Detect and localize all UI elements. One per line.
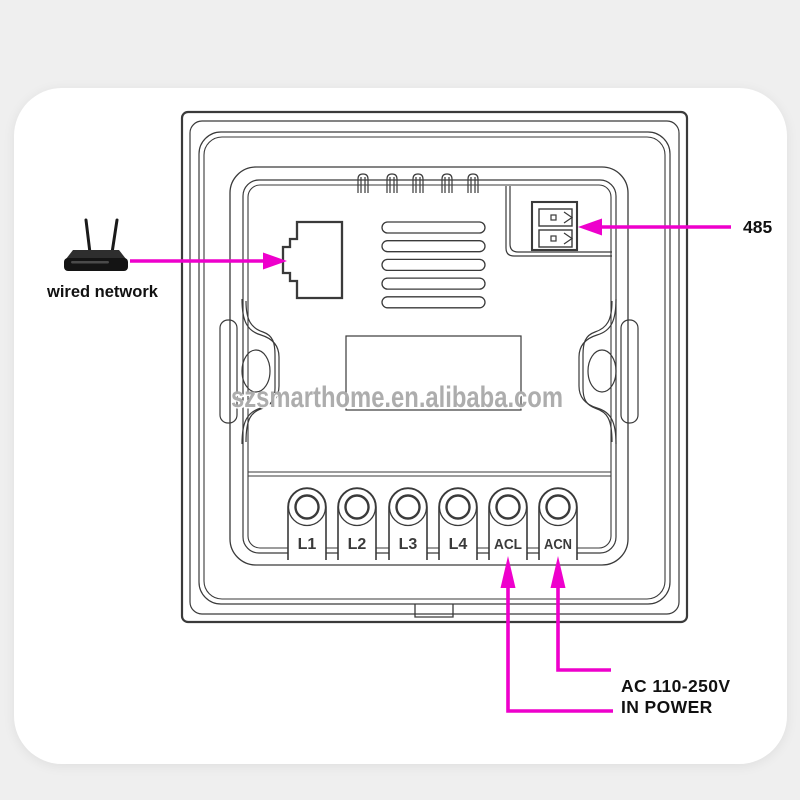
annotation-arrowheads [263, 218, 602, 588]
terminal-l2 [337, 487, 377, 560]
watermark: szsmarthome.en.alibaba.com [231, 381, 563, 414]
rs485-label: 485 [743, 217, 772, 237]
panel-mid-frame [189, 120, 680, 615]
terminal-label-acl: ACL [494, 537, 522, 553]
acl-arrowhead-icon [500, 556, 516, 588]
terminal-l4 [438, 487, 478, 560]
module-window [345, 335, 522, 411]
wired-network-arrowhead-icon [263, 252, 287, 270]
rs485-arrowhead-icon [578, 218, 602, 236]
terminal-labels: L1 L2 L3 L4 ACL ACN [298, 536, 572, 553]
terminal-strip [287, 487, 578, 560]
bottom-notch [414, 604, 454, 618]
terminal-label-l4: L4 [449, 536, 468, 553]
annotation-texts: wired network 485 AC 110-250V IN POWER [46, 217, 772, 717]
router-highlight [71, 261, 109, 264]
router-antenna-left [84, 218, 92, 255]
rs485-connector [530, 200, 579, 252]
wired-network-label: wired network [46, 283, 159, 301]
acn-arrowhead-icon [550, 556, 566, 588]
panel-inner-frame-2 [203, 136, 666, 600]
top-clips [357, 173, 479, 194]
panel-inner-frame [198, 131, 671, 605]
router-icon [64, 218, 128, 271]
terminal-label-acn: ACN [544, 537, 572, 553]
terminal-l1 [287, 487, 327, 560]
terminal-acl [488, 487, 528, 560]
watermark-emboss: szsmarthome.en.alibaba.com [233, 383, 565, 416]
terminal-divider [248, 471, 611, 477]
annotation-lines [130, 225, 731, 713]
rj45-port [281, 220, 344, 300]
terminal-label-l2: L2 [348, 536, 367, 553]
clip-icon [357, 173, 369, 193]
router-body [64, 258, 128, 271]
terminal-acn [538, 487, 578, 560]
rs485-recess [505, 186, 612, 257]
router-top [66, 250, 126, 259]
diagram-card [14, 88, 787, 764]
grille-slot [381, 221, 486, 234]
screw-hole [587, 349, 617, 393]
acn-arrow-line [556, 584, 611, 672]
panel-outer-frame [180, 110, 689, 624]
power-label-line1: AC 110-250V [621, 676, 730, 696]
terminal-label-l1: L1 [298, 536, 317, 553]
router-antenna-right [110, 218, 119, 255]
power-label-line2: IN POWER [621, 697, 713, 717]
speaker-grille [381, 221, 486, 309]
panel-line-art [180, 110, 689, 624]
acl-arrow-line [506, 584, 613, 713]
module-inner-2 [247, 184, 612, 549]
terminal-l3 [388, 487, 428, 560]
terminal-label-l3: L3 [399, 536, 418, 553]
mounting-ear [578, 298, 639, 445]
module-outer [229, 166, 629, 566]
